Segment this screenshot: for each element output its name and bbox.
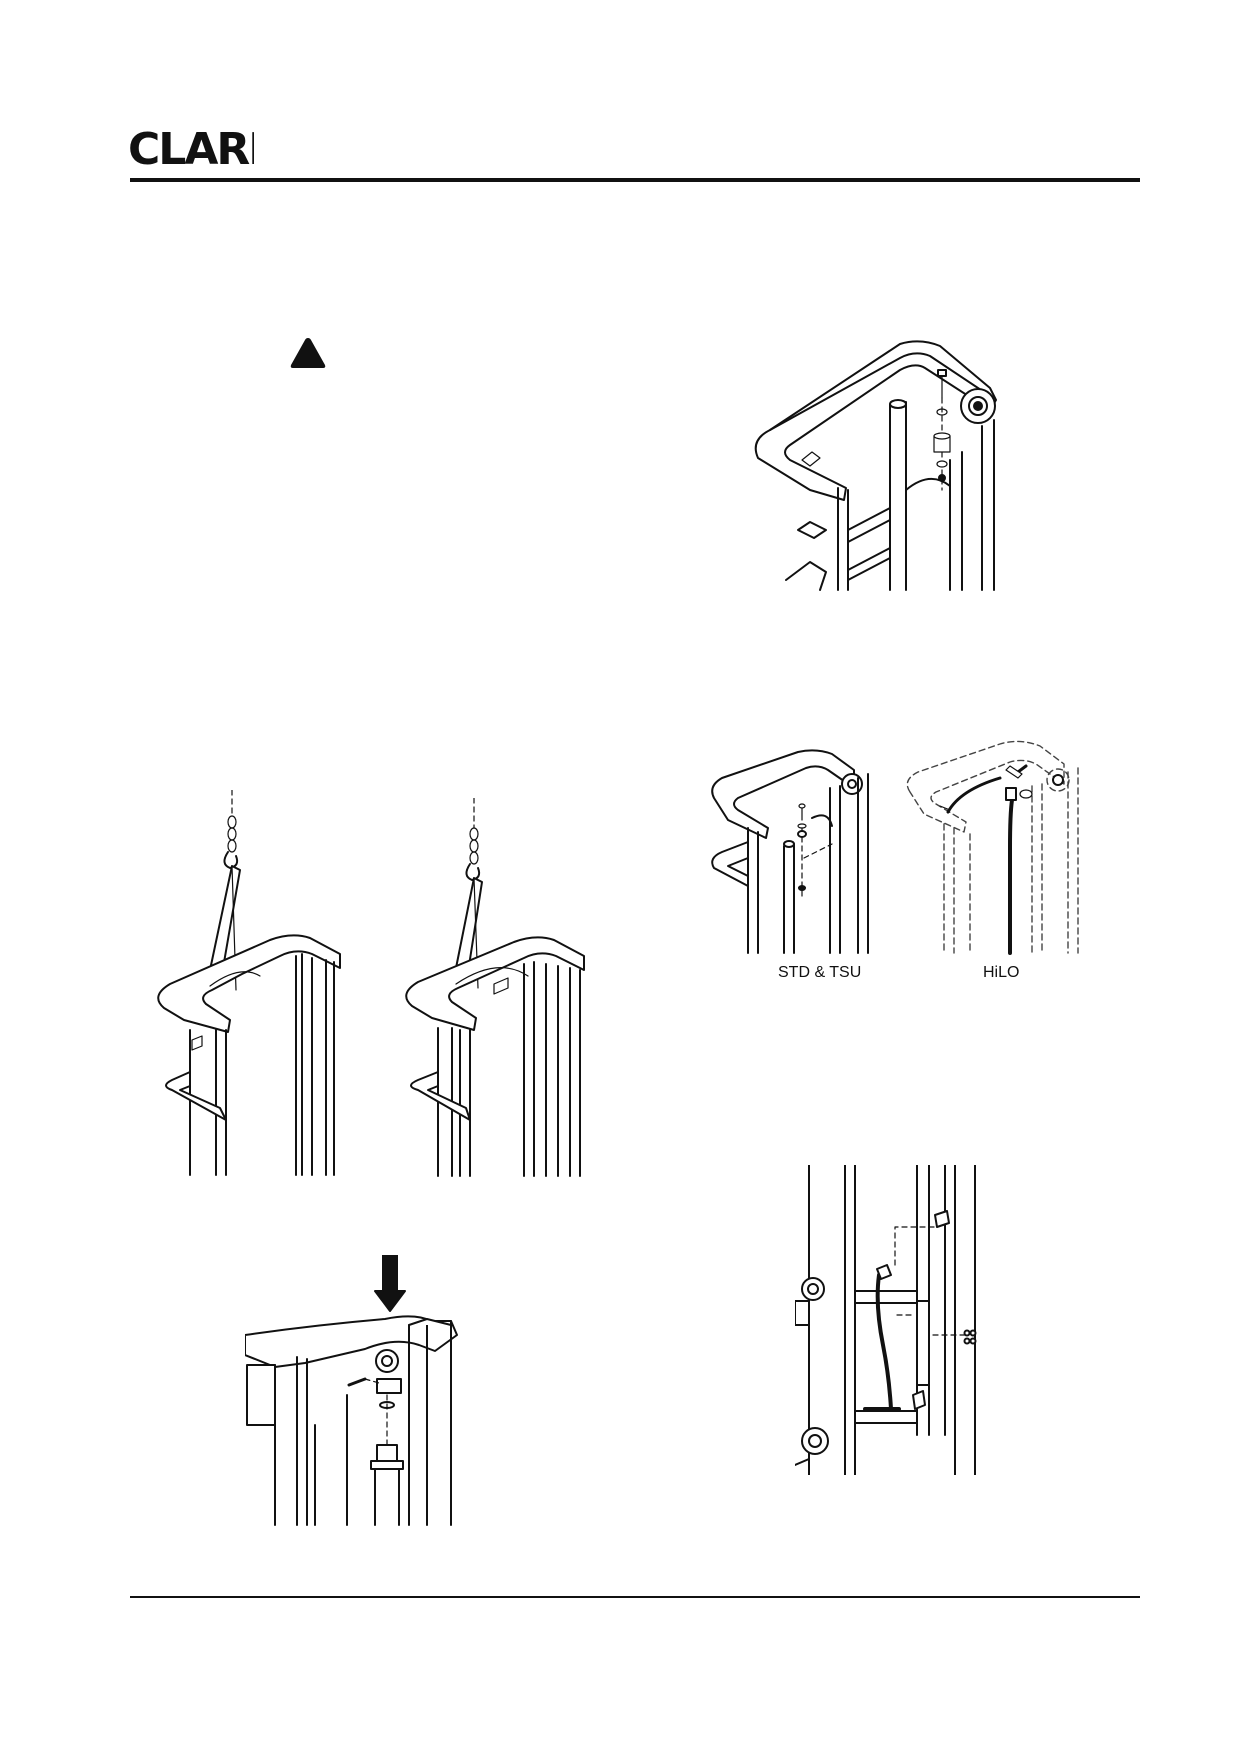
cylinder-figure [244, 1254, 475, 1527]
lift-left-figure [150, 789, 350, 1180]
clark-logo: CLARK [128, 124, 286, 175]
lift-right-figure [398, 797, 593, 1180]
hilo-figure [900, 738, 1120, 958]
clark-logo-text: CLARK [128, 126, 254, 172]
mast-top-figure [750, 340, 1016, 595]
warning-triangle-icon [289, 336, 327, 370]
footer-rule [130, 1596, 1140, 1598]
header-rule [130, 178, 1140, 182]
hilo-caption: HiLO [983, 964, 1020, 981]
std-tsu-figure [708, 748, 878, 958]
std-tsu-caption: STD & TSU [778, 964, 862, 981]
hose-figure [794, 1164, 995, 1476]
